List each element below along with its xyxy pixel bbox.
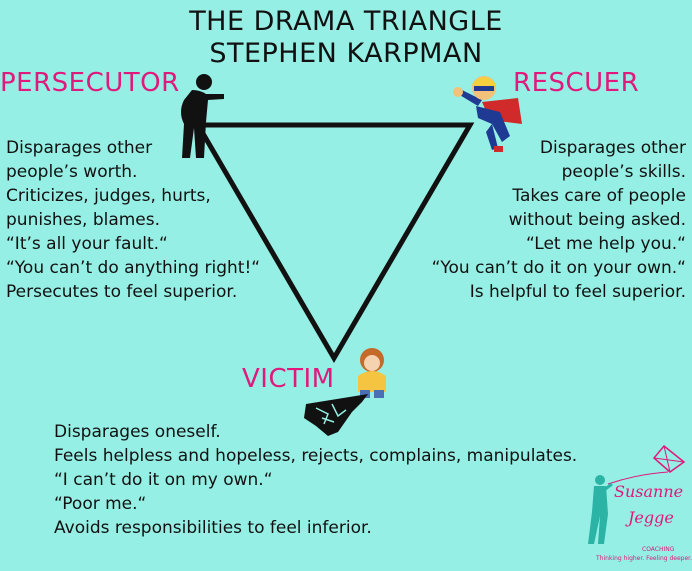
logo-name-last: Jegge — [628, 508, 674, 527]
rescuer-description: Disparages other people’s skills. Takes … — [432, 136, 686, 304]
logo-tagline: Thinking higher. Feeling deeper. — [596, 555, 692, 562]
rescuer-line: without being asked. — [508, 210, 686, 230]
persecutor-line: Disparages other — [6, 138, 153, 158]
persecutor-description: Disparages other people’s worth. Critici… — [6, 136, 260, 304]
persecutor-figure-icon — [181, 74, 224, 158]
victim-line: “I can’t do it on my own.“ — [54, 470, 273, 490]
persecutor-line: Criticizes, judges, hurts, — [6, 186, 211, 206]
victim-line: Disparages oneself. — [54, 422, 221, 442]
persecutor-line: “You can’t do anything right!“ — [6, 258, 261, 278]
persecutor-line: “It’s all your fault.“ — [6, 234, 168, 254]
rescuer-line: people’s skills. — [561, 162, 686, 182]
rescuer-line: “You can’t do it on your own.“ — [431, 258, 686, 278]
rescuer-line: “Let me help you.“ — [525, 234, 686, 254]
victim-line: “Poor me.“ — [54, 494, 147, 514]
victim-label: VICTIM — [242, 364, 335, 394]
rescuer-line: Disparages other — [539, 138, 686, 158]
persecutor-line: punishes, blames. — [6, 210, 161, 230]
persecutor-line: people’s worth. — [6, 162, 138, 182]
diagram-title: THE DRAMA TRIANGLE — [189, 6, 503, 37]
victim-line: Avoids responsibilities to feel inferior… — [54, 518, 372, 538]
logo-sub: COACHING — [642, 546, 675, 553]
victim-description: Disparages oneself. Feels helpless and h… — [54, 420, 577, 540]
rescuer-line: Takes care of people — [512, 186, 686, 206]
diagram-subtitle: STEPHEN KARPMAN — [209, 38, 483, 69]
cracked-shadow-icon — [304, 394, 368, 436]
victim-child-icon — [358, 348, 386, 398]
victim-line: Feels helpless and hopeless, rejects, co… — [54, 446, 578, 466]
rescuer-label: RESCUER — [513, 68, 640, 98]
persecutor-line: Persecutes to feel superior. — [6, 282, 238, 302]
rescuer-hero-icon — [453, 76, 522, 152]
persecutor-label: PERSECUTOR — [0, 68, 180, 98]
rescuer-line: Is helpful to feel superior. — [469, 282, 686, 302]
logo-kite-figure-icon — [588, 444, 686, 544]
logo-name-first: Susanne — [614, 482, 684, 501]
